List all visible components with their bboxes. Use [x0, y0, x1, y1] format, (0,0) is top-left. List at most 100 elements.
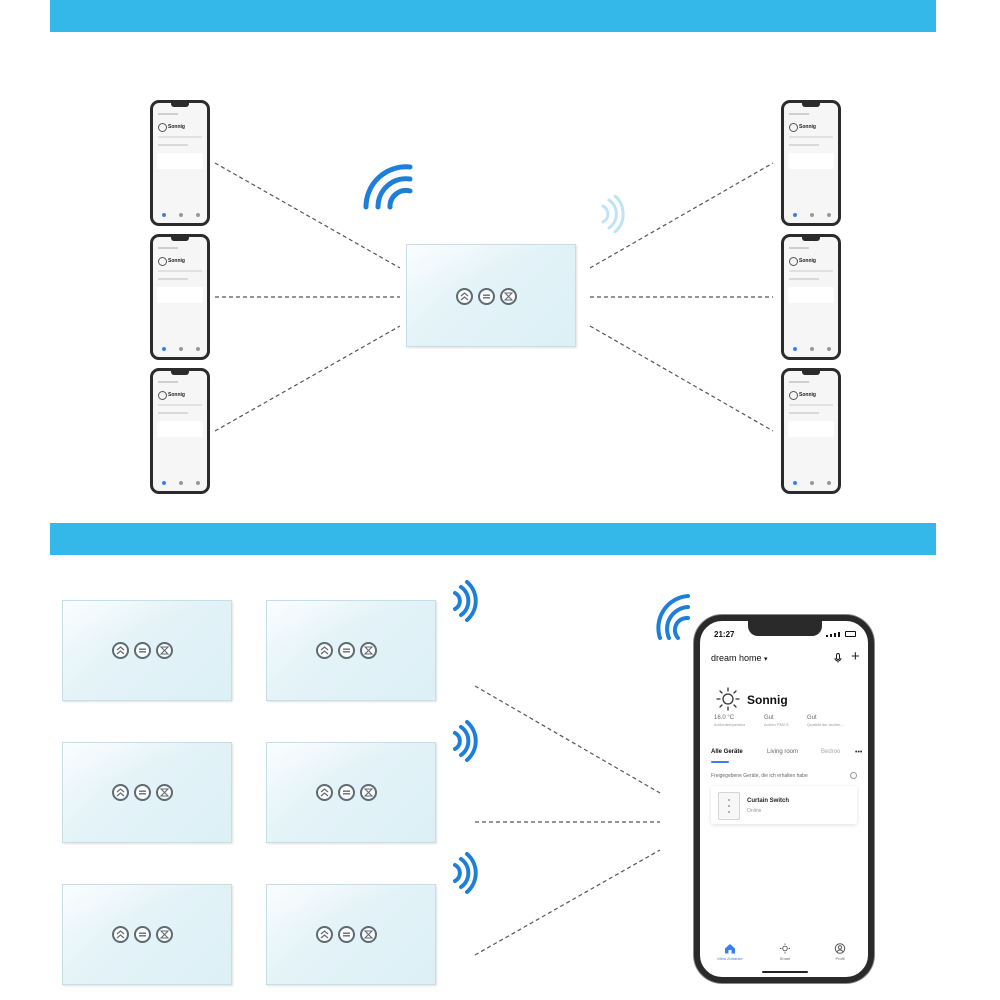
up-arrow-icon[interactable]: [316, 642, 333, 659]
info-icon[interactable]: [850, 772, 857, 779]
nav-label: Profil: [835, 956, 845, 961]
small-phone-weather: Sonnig: [799, 392, 816, 398]
wifi-signal-icon: [453, 580, 478, 622]
down-arrow-icon[interactable]: [360, 926, 377, 943]
small-phone-weather: Sonnig: [799, 124, 816, 130]
down-arrow-icon[interactable]: [360, 642, 377, 659]
down-arrow-icon[interactable]: [360, 784, 377, 801]
home-icon: [793, 347, 797, 351]
profile-icon: [827, 213, 831, 217]
profile-icon: [827, 481, 831, 485]
device-name: Curtain Switch: [747, 798, 790, 804]
profile-icon: [196, 481, 200, 485]
pause-icon[interactable]: [134, 642, 151, 659]
profile-icon: [196, 347, 200, 351]
smart-icon: [179, 213, 183, 217]
curtain-switch-panel: [266, 884, 436, 985]
up-arrow-icon[interactable]: [316, 784, 333, 801]
smart-icon: [810, 347, 814, 351]
profile-icon: [834, 943, 846, 954]
home-selector[interactable]: dream home ▾: [711, 653, 768, 663]
home-icon: [162, 481, 166, 485]
curtain-switch-thumbnail: [718, 792, 740, 820]
wifi-signal-icon: [453, 852, 478, 894]
smart-icon: [779, 943, 791, 954]
profile-icon: [827, 347, 831, 351]
weather-metric: 16.0 °C Außentemperatur: [714, 715, 745, 727]
nav-profile[interactable]: Profil: [820, 943, 860, 961]
metric-label: Qualität der Außen...: [807, 722, 844, 727]
link-line: [474, 849, 661, 956]
smartphone: 21:27 dream home ▾ + Sonnig 16.0 °C Auße…: [694, 615, 874, 983]
more-icon[interactable]: •••: [855, 749, 863, 756]
up-arrow-icon[interactable]: [316, 926, 333, 943]
nav-label: Mein Zuhause: [717, 956, 743, 961]
device-card[interactable]: Curtain Switch Online: [711, 786, 857, 824]
curtain-switch-panel: [62, 742, 232, 843]
sun-icon: [158, 123, 167, 132]
wifi-signal-faint-icon: [601, 195, 625, 233]
up-arrow-icon[interactable]: [456, 288, 473, 305]
down-arrow-icon[interactable]: [156, 784, 173, 801]
up-arrow-icon[interactable]: [112, 642, 129, 659]
small-phone: Sonnig: [781, 368, 841, 494]
curtain-switch-panel: [62, 600, 232, 701]
microphone-icon[interactable]: [834, 653, 842, 666]
link-line: [589, 162, 774, 269]
curtain-switch-panel: [406, 244, 576, 347]
metric-value: Gut: [764, 715, 774, 721]
pause-icon[interactable]: [134, 926, 151, 943]
top-header-band: [50, 0, 936, 32]
tab-all-devices[interactable]: Alle Geräte: [711, 749, 743, 755]
shared-devices-note: Freigegebene Geräte, die ich erhalten ha…: [711, 773, 808, 779]
small-phone: Sonnig: [150, 100, 210, 226]
sun-icon: [789, 257, 798, 266]
tab-bedroom[interactable]: Bedroo: [821, 749, 841, 755]
chevron-down-icon: ▾: [764, 656, 768, 663]
link-line: [474, 685, 661, 794]
wifi-signal-icon: [453, 720, 478, 762]
curtain-switch-panel: [266, 742, 436, 843]
home-indicator: [762, 971, 808, 973]
down-arrow-icon[interactable]: [156, 926, 173, 943]
sun-icon: [789, 391, 798, 400]
smart-icon: [810, 213, 814, 217]
smart-icon: [810, 481, 814, 485]
curtain-switch-panel: [266, 600, 436, 701]
small-phone: Sonnig: [150, 234, 210, 360]
metric-value: Gut: [807, 715, 817, 721]
down-arrow-icon[interactable]: [500, 288, 517, 305]
pause-icon[interactable]: [134, 784, 151, 801]
device-status: Online: [747, 808, 762, 814]
nav-smart[interactable]: Smart: [765, 943, 805, 961]
weather-metric: Gut Außen PM2.5: [764, 715, 788, 727]
pause-icon[interactable]: [338, 642, 355, 659]
pause-icon[interactable]: [338, 784, 355, 801]
small-phone-weather: Sonnig: [799, 258, 816, 264]
small-device-card: [788, 287, 834, 303]
home-title: dream home: [711, 653, 762, 663]
home-icon: [793, 213, 797, 217]
small-phone: Sonnig: [150, 368, 210, 494]
weather-condition: Sonnig: [747, 693, 788, 707]
small-device-card: [157, 421, 203, 437]
metric-value: 16.0 °C: [714, 715, 735, 721]
home-icon: [793, 481, 797, 485]
pause-icon[interactable]: [478, 288, 495, 305]
up-arrow-icon[interactable]: [112, 784, 129, 801]
down-arrow-icon[interactable]: [156, 642, 173, 659]
small-device-card: [788, 153, 834, 169]
pause-icon[interactable]: [338, 926, 355, 943]
home-icon: [162, 347, 166, 351]
nav-label: Smart: [779, 956, 791, 961]
link-line: [214, 325, 401, 432]
tab-living-room[interactable]: Living room: [767, 749, 799, 755]
home-icon: [162, 213, 166, 217]
up-arrow-icon[interactable]: [112, 926, 129, 943]
profile-icon: [196, 213, 200, 217]
add-device-button[interactable]: +: [851, 648, 860, 665]
nav-home[interactable]: Mein Zuhause: [710, 943, 750, 961]
status-icons: [826, 631, 856, 637]
link-line: [589, 325, 774, 432]
